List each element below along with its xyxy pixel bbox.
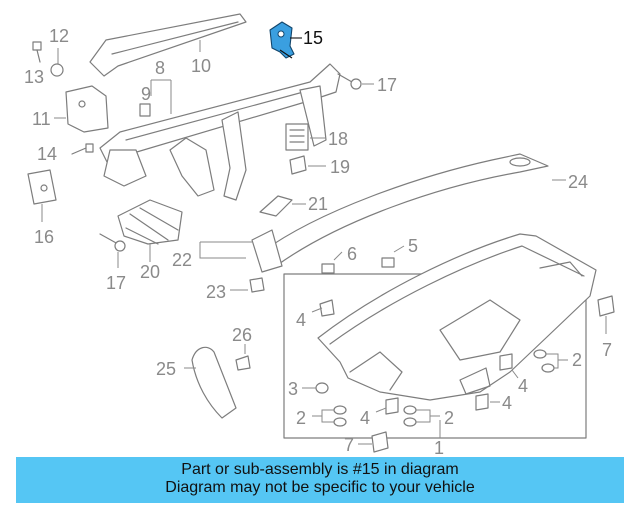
callout-4-upper: 4 [296, 310, 306, 330]
callout-6: 6 [347, 244, 357, 264]
callout-2-right: 2 [572, 350, 582, 370]
parts-diagram: 10 15 12 13 8 9 11 [24, 13, 615, 456]
part-25-side-cover[interactable] [191, 346, 237, 419]
part-2-grommet-left[interactable] [333, 405, 347, 427]
callout-13: 13 [24, 67, 44, 87]
part-2-grommet-center[interactable] [403, 405, 417, 427]
part-3-grommet[interactable] [315, 382, 329, 394]
part-4-clip-right[interactable] [475, 393, 489, 411]
part-6-clip[interactable] [321, 263, 335, 274]
callout-16: 16 [34, 227, 54, 247]
callout-7-bottom: 7 [344, 435, 354, 455]
callout-17-right: 17 [377, 75, 397, 95]
part-9-clip[interactable] [139, 103, 151, 117]
callout-15: 15 [303, 28, 323, 48]
info-banner: Part or sub-assembly is #15 in diagram D… [16, 457, 624, 503]
callout-7-right: 7 [602, 340, 612, 360]
part-8-reinforcement-beam[interactable] [99, 63, 341, 201]
callout-17-left: 17 [106, 273, 126, 293]
part-23-clip[interactable] [249, 277, 265, 293]
banner-line-1: Part or sub-assembly is #15 in diagram [181, 461, 459, 478]
part-19-pad[interactable] [289, 155, 307, 175]
callout-24: 24 [568, 172, 588, 192]
callout-22: 22 [172, 250, 192, 270]
callout-10: 10 [191, 56, 211, 76]
part-7-clip-bottom[interactable] [371, 431, 389, 453]
part-11-side-bracket[interactable] [65, 85, 109, 133]
part-4-clip-mid[interactable] [499, 353, 513, 371]
part-10-trim-strip[interactable] [89, 13, 247, 77]
callout-3: 3 [288, 379, 298, 399]
part-22-pillar-trim[interactable] [251, 229, 283, 273]
callout-8: 8 [155, 58, 165, 78]
callout-4-lower: 4 [360, 408, 370, 428]
part-17-bolt-right[interactable] [337, 73, 362, 90]
part-20-bracket[interactable] [117, 199, 183, 245]
part-12-bolt[interactable] [32, 41, 42, 63]
callout-1: 1 [434, 438, 444, 456]
callout-9: 9 [141, 84, 151, 104]
part-17-bolt-left[interactable] [99, 233, 126, 252]
callout-4-mid: 4 [518, 376, 528, 396]
part-18-module[interactable] [285, 123, 309, 151]
callout-18: 18 [328, 129, 348, 149]
callout-21: 21 [308, 194, 328, 214]
banner-line-2: Diagram may not be specific to your vehi… [165, 479, 475, 496]
part-14-bolt[interactable] [71, 143, 94, 155]
part-26-clip[interactable] [235, 355, 251, 371]
callout-11: 11 [32, 109, 51, 129]
callout-5: 5 [408, 236, 418, 256]
part-15-bracket[interactable] [269, 21, 295, 59]
callout-23: 23 [206, 282, 226, 302]
part-13-nut[interactable] [50, 63, 64, 77]
part-21-sheet[interactable] [259, 195, 293, 217]
part-2-grommet-right[interactable] [533, 349, 555, 373]
callout-14: 14 [37, 144, 57, 164]
part-7-clip-right[interactable] [597, 295, 615, 317]
callout-19: 19 [330, 157, 350, 177]
part-5-clip[interactable] [381, 257, 395, 268]
part-24-upper-trim[interactable] [261, 153, 549, 267]
callout-2-center: 2 [444, 408, 454, 428]
callout-26: 26 [232, 325, 252, 345]
callout-4-right: 4 [502, 393, 512, 413]
part-4-clip-upper[interactable] [319, 299, 335, 317]
callout-2-left: 2 [296, 408, 306, 428]
callout-25: 25 [156, 359, 176, 379]
part-16-left-bracket[interactable] [27, 169, 57, 205]
callout-12: 12 [49, 26, 69, 46]
part-4-clip-lower[interactable] [385, 397, 399, 415]
callout-20: 20 [140, 262, 160, 282]
part-1-instrument-panel[interactable] [317, 233, 597, 401]
